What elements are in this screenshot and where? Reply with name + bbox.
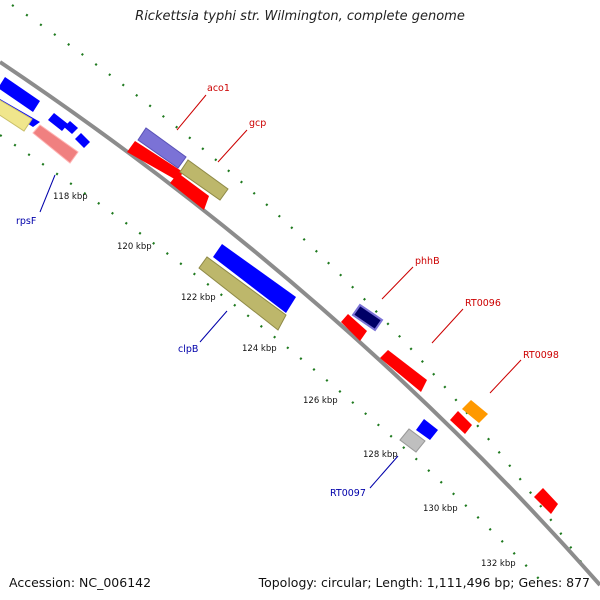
leader-rpsF xyxy=(39,174,56,213)
gene-feature-gray-RT0097[interactable] xyxy=(399,428,426,453)
gene-feature-blue-small-3[interactable] xyxy=(75,133,90,148)
gene-feature-pale-yellow[interactable] xyxy=(0,99,33,132)
gene-feature-RT0098[interactable] xyxy=(462,400,488,423)
gene-feature-RT0096[interactable] xyxy=(380,350,427,392)
tick-labels: 118 kbp 120 kbp 122 kbp 124 kbp 126 kbp … xyxy=(53,192,516,569)
tick-label-122: 122 kbp xyxy=(181,293,216,303)
leader-gcp xyxy=(217,129,248,163)
gene-feature-olive-clpB[interactable] xyxy=(198,256,287,331)
gene-feature-gcp[interactable] xyxy=(179,159,229,201)
gene-feature-phhB[interactable] xyxy=(351,303,384,332)
leader-clpB xyxy=(199,310,228,343)
tick-label-120: 120 kbp xyxy=(117,242,152,252)
inner-strand-features xyxy=(198,244,438,453)
outer-tick-ring xyxy=(11,4,591,576)
gene-feature-blue-small-2[interactable] xyxy=(64,121,78,134)
gene-label-gcp[interactable]: gcp xyxy=(249,118,266,129)
map-title: Rickettsia typhi str. Wilmington, comple… xyxy=(135,9,465,24)
tick-label-118: 118 kbp xyxy=(53,192,88,202)
gene-feature-red-3[interactable] xyxy=(341,314,367,341)
leader-aco1 xyxy=(176,94,207,131)
gene-label-RT0098[interactable]: RT0098 xyxy=(523,350,559,361)
gene-feature-aco1[interactable] xyxy=(137,127,187,169)
gene-feature-red-4[interactable] xyxy=(450,411,472,434)
gene-label-phhB[interactable]: phhB xyxy=(415,256,440,267)
tick-label-132: 132 kbp xyxy=(481,559,516,569)
tick-label-128: 128 kbp xyxy=(363,450,398,460)
gene-label-clpB[interactable]: clpB xyxy=(178,344,198,355)
topology-text: Topology: circular; Length: 1,111,496 bp… xyxy=(258,575,590,590)
gene-label-aco1[interactable]: aco1 xyxy=(207,83,230,94)
gene-feature-blue-small-1[interactable] xyxy=(48,113,68,131)
gene-label-rpsF[interactable]: rpsF xyxy=(16,216,36,227)
tick-label-130: 130 kbp xyxy=(423,504,458,514)
gene-label-RT0097[interactable]: RT0097 xyxy=(330,488,366,499)
leader-RT0097 xyxy=(369,455,399,489)
leader-RT0098 xyxy=(489,359,522,394)
label-leaders xyxy=(39,94,522,489)
gene-feature-light-blue[interactable] xyxy=(0,77,40,112)
gene-feature-blue-clpB[interactable] xyxy=(213,244,296,313)
tick-label-126: 126 kbp xyxy=(303,396,338,406)
tick-label-124: 124 kbp xyxy=(242,344,277,354)
gene-feature-red-5[interactable] xyxy=(534,488,558,514)
gene-feature-red-2[interactable] xyxy=(170,173,209,210)
gene-labels: aco1 gcp phhB RT0096 RT0098 rpsF clpB RT… xyxy=(16,83,559,499)
outer-tick-track xyxy=(11,4,591,576)
gene-label-RT0096[interactable]: RT0096 xyxy=(465,298,501,309)
outer-strand-features xyxy=(0,77,558,514)
accession-text: Accession: NC_006142 xyxy=(9,575,152,590)
gene-feature-pink-rpsF[interactable] xyxy=(32,124,79,164)
leader-phhB xyxy=(381,266,414,300)
gene-feature-blue-small-4[interactable] xyxy=(416,419,438,440)
gene-feature-red-1[interactable] xyxy=(127,141,183,181)
leader-RT0096 xyxy=(431,308,464,344)
genome-backbone xyxy=(0,60,600,587)
